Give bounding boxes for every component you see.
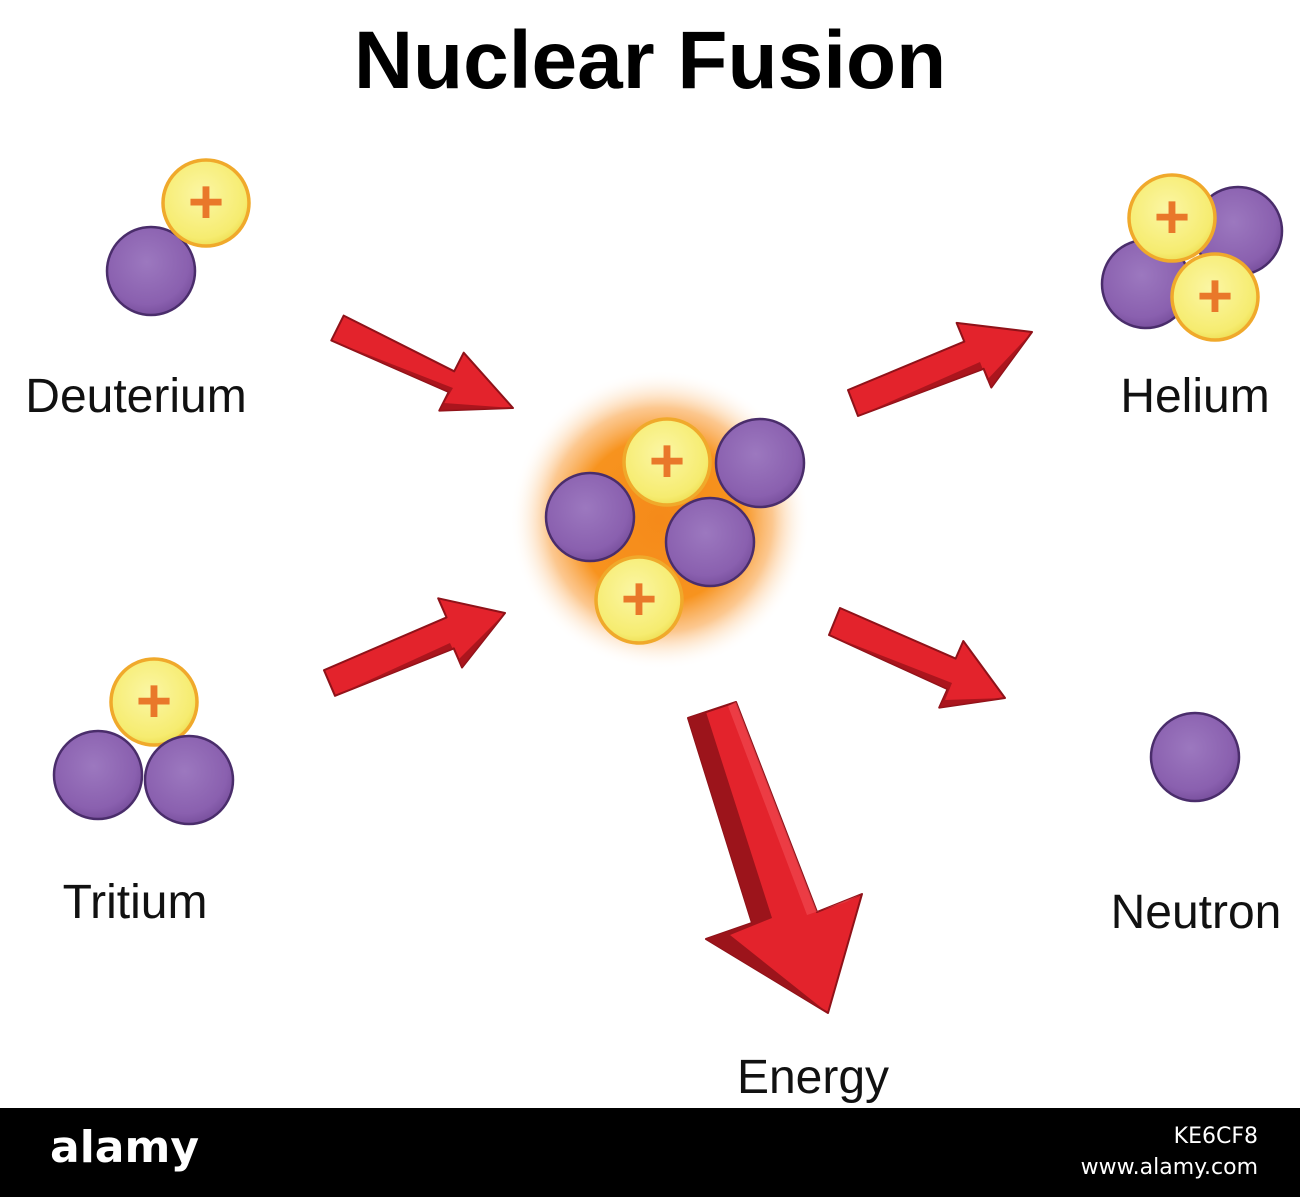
energy-label: Energy	[737, 1051, 889, 1104]
proton: +	[161, 158, 251, 248]
arrow-tritium-to-fusion	[323, 597, 506, 697]
arrow-shade	[829, 635, 1005, 708]
neutron	[52, 729, 144, 821]
footer-brand-logo: alamy	[50, 1122, 199, 1173]
neutron	[105, 225, 197, 317]
neutron	[714, 417, 806, 509]
arrow-fusion-to-neutron	[828, 607, 1006, 709]
neutron	[1149, 711, 1241, 803]
proton-sphere	[622, 417, 712, 507]
helium-particle: + +	[1100, 173, 1284, 342]
footer-image-id: KE6CF8	[1174, 1124, 1258, 1149]
fusion-core: + +	[510, 370, 810, 670]
deuterium-label: Deuterium	[25, 370, 246, 423]
neutron-sphere	[544, 471, 636, 563]
deuterium-particle: +	[105, 158, 251, 317]
neutron-particle	[1149, 711, 1241, 803]
plus-icon: +	[621, 565, 657, 634]
arrow-shade	[858, 332, 1032, 416]
proton-sphere	[161, 158, 251, 248]
proton: +	[1127, 173, 1217, 263]
neutron-sphere	[714, 417, 806, 509]
arrow-fusion-to-energy	[687, 701, 863, 1014]
neutron-sphere	[105, 225, 197, 317]
watermark-footer: alamy KE6CF8 www.alamy.com	[0, 1108, 1300, 1197]
proton: +	[622, 417, 712, 507]
neutron-sphere	[664, 496, 756, 588]
proton-sphere	[594, 555, 684, 645]
proton: +	[109, 657, 199, 747]
neutron-sphere	[1149, 711, 1241, 803]
plus-icon: +	[136, 667, 172, 736]
plus-icon: +	[1197, 262, 1233, 331]
tritium-particle: +	[52, 657, 235, 826]
arrow-deuterium-to-fusion	[330, 314, 514, 412]
proton: +	[1170, 252, 1260, 342]
arrow-highlight	[728, 702, 862, 915]
page-title: Nuclear Fusion	[354, 15, 946, 106]
plus-icon: +	[1154, 183, 1190, 252]
tritium-label: Tritium	[63, 876, 208, 929]
arrow-body	[847, 321, 1033, 417]
neutron-sphere	[143, 734, 235, 826]
arrow-fusion-to-helium	[847, 321, 1033, 417]
proton-sphere	[109, 657, 199, 747]
neutron	[664, 496, 756, 588]
arrow-shade	[335, 613, 505, 696]
arrow-body	[330, 314, 514, 412]
proton-sphere	[1127, 173, 1217, 263]
arrow-body	[828, 607, 1006, 709]
plus-icon: +	[188, 168, 224, 237]
plus-icon: +	[649, 427, 685, 496]
arrow-shade	[688, 712, 828, 1013]
helium-label: Helium	[1120, 370, 1269, 423]
neutron	[143, 734, 235, 826]
footer-url: www.alamy.com	[1081, 1155, 1258, 1180]
neutron	[544, 471, 636, 563]
neutron-label: Neutron	[1111, 886, 1282, 939]
footer-bar	[0, 1108, 1300, 1197]
neutron-sphere	[52, 729, 144, 821]
proton: +	[594, 555, 684, 645]
proton-sphere	[1170, 252, 1260, 342]
